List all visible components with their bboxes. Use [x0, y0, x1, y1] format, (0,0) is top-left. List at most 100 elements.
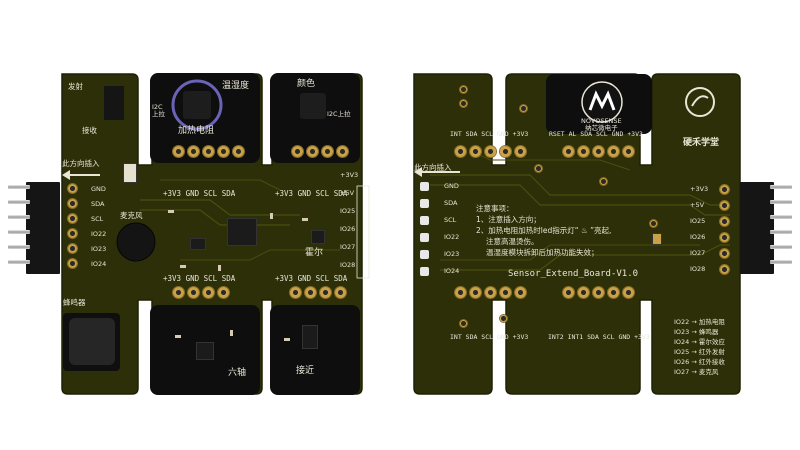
solder-pad [203, 287, 214, 298]
legend-line: IO25 → 红外发射 [674, 348, 725, 356]
header-pin [770, 215, 792, 219]
via [520, 105, 527, 112]
color-label: 颜色 [297, 79, 316, 89]
header-pin [770, 260, 792, 264]
right-bottom-header-label-2: INT2 INT1 SDA SCL GND +3V3 [548, 333, 650, 341]
header-pin [770, 185, 792, 189]
right-pcb-outline [413, 73, 741, 395]
left-pin-header [26, 182, 60, 274]
solder-pad [578, 146, 589, 157]
proximity-sensor-area [270, 305, 360, 395]
edge-pad [420, 199, 429, 208]
solder-pad [173, 287, 184, 298]
solder-pad [68, 244, 77, 253]
ir-component [104, 86, 124, 120]
solder-pad [68, 184, 77, 193]
solder-pad [322, 146, 333, 157]
note-line-2: 2、加热电阻加热时led指示灯“ ♨ ”亮起, [476, 226, 612, 235]
mic-label: 麦克风 [120, 211, 143, 220]
legend-line: IO27 → 麦克风 [674, 368, 719, 376]
header-pin-label: GND [91, 185, 106, 193]
i2c-pullup-label-1: I2C 上拉 [152, 103, 165, 119]
solder-pad [68, 214, 77, 223]
solder-pad [203, 146, 214, 157]
header-pin-label: IO24 [91, 260, 107, 268]
solder-pad [563, 287, 574, 298]
solder-pad [307, 146, 318, 157]
solder-pad [515, 287, 526, 298]
color-sensor-chip [300, 93, 326, 119]
edge-pad [420, 182, 429, 191]
bottom-header-label-2: +3V3 GND SCL SDA [275, 274, 348, 283]
solder-pad [470, 287, 481, 298]
legend-line: IO22 → 加热电阻 [674, 318, 725, 326]
proximity-label: 接近 [296, 366, 315, 376]
right-pin-label: +5V [690, 201, 705, 209]
header-pin [8, 200, 30, 204]
solder-pad [720, 217, 729, 226]
solder-pad [608, 146, 619, 157]
solder-pad [500, 146, 511, 157]
edge-pad [420, 233, 429, 242]
left-pcb-outline [61, 73, 370, 395]
solder-pad [68, 229, 77, 238]
sot-chip-1 [190, 238, 206, 250]
header-pin [8, 245, 30, 249]
solder-pad [188, 146, 199, 157]
header-pin-label: IO22 [91, 230, 107, 238]
solder-pad [68, 199, 77, 208]
right-header-pin-label: IO28 [340, 261, 356, 269]
right-header-pin-label: +5V [340, 189, 355, 197]
right-pcb-shape [413, 73, 741, 395]
solder-pad [720, 185, 729, 194]
solder-pad [455, 146, 466, 157]
solder-pad [68, 259, 77, 268]
note-line-3: 注意高温烫伤。 [486, 237, 539, 246]
buzzer-label: 蜂鸣器 [63, 298, 86, 307]
solder-pad [335, 287, 346, 298]
solder-pad [720, 233, 729, 242]
via [650, 220, 657, 227]
solder-pad [563, 146, 574, 157]
right-header-pin-label: +3V3 [340, 171, 359, 179]
left-pin-label: GND [444, 182, 459, 190]
via [500, 315, 507, 322]
right-pcb-board: 此方向插入 INT SDA SCL GND +3V3 RSET AL SDA S… [400, 0, 800, 450]
header-pin [770, 245, 792, 249]
hall-sensor-chip [311, 230, 325, 244]
solder-pad [500, 287, 511, 298]
solder-pad [720, 265, 729, 274]
left-pin-label: SDA [444, 199, 458, 207]
temp-sensor-ring [171, 79, 223, 131]
receive-label: 接收 [82, 126, 97, 135]
notes-title: 注意事项： [476, 204, 514, 213]
solder-pad [292, 146, 303, 157]
buzzer-body [69, 318, 115, 365]
heater-label: 加热电阻 [178, 126, 215, 136]
right-header-pin-label: IO26 [340, 225, 356, 233]
solder-pad [233, 146, 244, 157]
hall-label: 霍尔 [305, 248, 324, 258]
via [460, 320, 467, 327]
header-pin [8, 185, 30, 189]
solder-pad [720, 249, 729, 258]
right-header-pin-label: IO25 [340, 207, 356, 215]
right-top-header-label-2: RSET AL SDA SCL GND +3V3 [549, 130, 643, 138]
left-pin-label: IO24 [444, 267, 460, 275]
edge-pad [420, 250, 429, 259]
usb-connector [123, 163, 137, 183]
right-top-header-label-1: INT SDA SCL GND +3V3 [450, 130, 529, 138]
right-bottom-header-label-1: INT SDA SCL GND +3V3 [450, 333, 529, 341]
right-header-pin-label: IO27 [340, 243, 356, 251]
header-pin-label: SDA [91, 200, 105, 208]
solder-pad [485, 287, 496, 298]
solder-pad [578, 287, 589, 298]
solder-pad [485, 146, 496, 157]
right-pin-label: IO28 [690, 265, 706, 273]
edge-pad [420, 267, 429, 276]
top-header-label-1: +3V3 GND SCL SDA [163, 189, 236, 198]
right-small-chip [652, 233, 662, 245]
left-pin-label: IO23 [444, 250, 460, 258]
header-pin-label: SCL [91, 215, 104, 223]
left-pin-label: SCL [444, 216, 457, 224]
